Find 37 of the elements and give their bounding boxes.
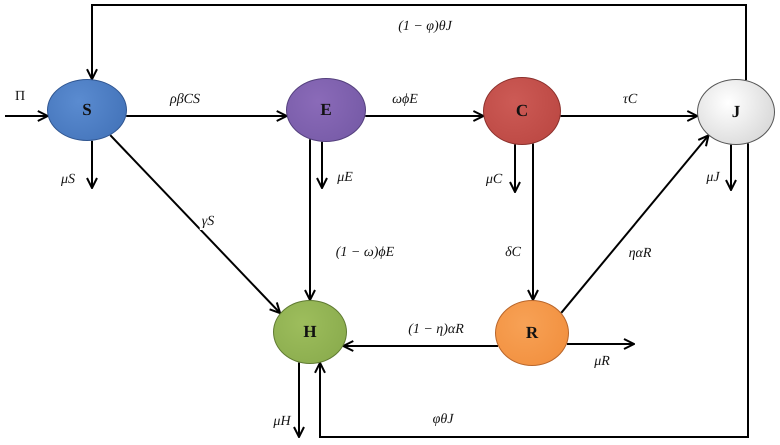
edge-label: (1 − η)αR [406, 322, 466, 338]
arrow [509, 144, 521, 193]
edge-label: μH [271, 414, 293, 430]
edge-label: (1 − ω)ϕE [334, 245, 396, 261]
arrow [293, 362, 305, 438]
edge-label: μE [335, 170, 355, 186]
arrow [86, 140, 98, 189]
arrow [560, 110, 698, 122]
arrow [314, 143, 749, 438]
arrow [5, 110, 49, 122]
arrow [365, 110, 484, 122]
arrow [527, 144, 539, 301]
arrow [86, 4, 747, 80]
arrow [725, 144, 737, 191]
edge-label: μJ [704, 170, 722, 186]
compartment-label: E [320, 100, 332, 120]
arrow [126, 110, 288, 122]
edge-label: ωϕE [390, 92, 420, 108]
compartment-label: H [303, 322, 317, 342]
edge-label: γS [200, 214, 216, 230]
edge-label: μS [58, 172, 78, 188]
edge-label: μR [592, 354, 612, 370]
compartment-label: C [516, 101, 528, 121]
compartment-label: S [82, 100, 92, 120]
edge-label: ρβCS [168, 92, 202, 108]
arrow [560, 134, 710, 314]
arrow [304, 139, 316, 301]
compartment-label: J [732, 102, 740, 122]
edge-label: (1 − φ)θJ [396, 19, 454, 35]
compartment-label: R [526, 323, 538, 343]
arrow [342, 340, 498, 352]
arrow [316, 142, 328, 189]
arrow [110, 134, 282, 314]
edge-label: φθJ [430, 412, 456, 428]
edge-label: ηαR [626, 246, 654, 262]
edge-label: μC [484, 172, 504, 188]
arrow [566, 338, 635, 350]
